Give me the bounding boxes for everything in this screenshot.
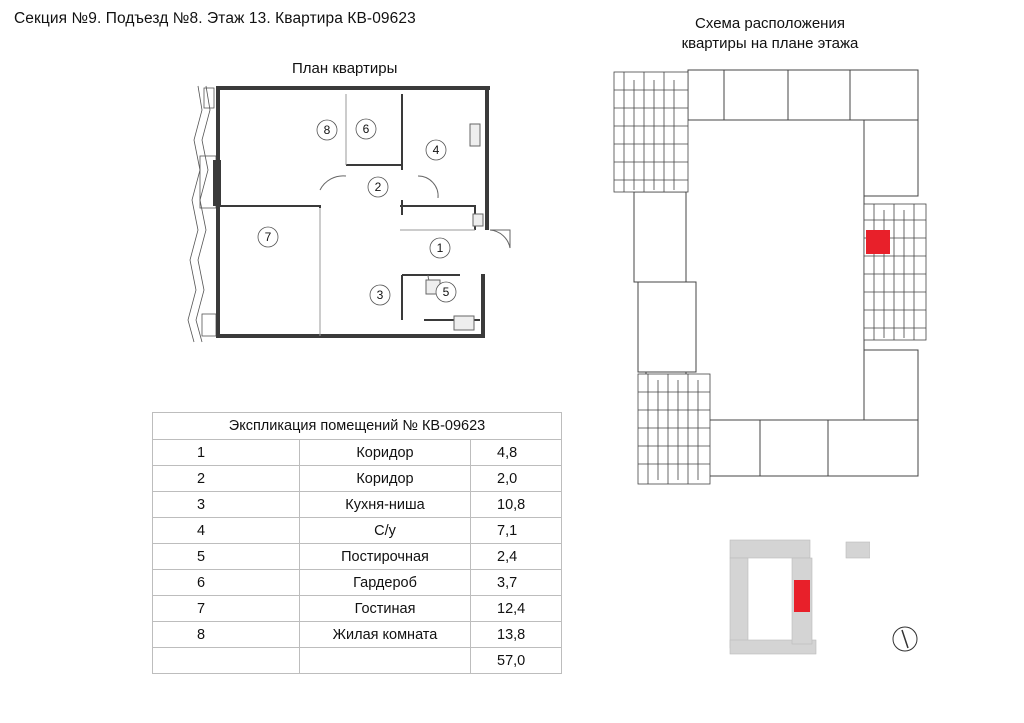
room-marker-7 [257, 226, 279, 248]
table-row: 2 Коридор 2,0 [152, 465, 562, 492]
room-label-6: 6 [363, 122, 370, 136]
room-area: 2,4 [470, 543, 562, 570]
highlighted-apartment [866, 230, 890, 254]
mini-highlighted-apartment [794, 580, 810, 612]
apartment-floor-plan: 8 6 4 2 7 1 3 5 [187, 85, 511, 343]
explication-title: Экспликация помещений № КВ-09623 [152, 412, 562, 440]
room-marker-3 [369, 284, 391, 306]
floor-location-scheme [613, 69, 927, 485]
room-label-2: 2 [375, 180, 382, 194]
mini-key-plan [729, 539, 870, 655]
table-row: 6 Гардероб 3,7 [152, 569, 562, 596]
total-area: 57,0 [470, 647, 562, 674]
room-area: 3,7 [470, 569, 562, 596]
page-title: Секция №9. Подъезд №8. Этаж 13. Квартира… [14, 10, 416, 27]
room-number: 2 [152, 465, 300, 492]
room-number: 8 [152, 621, 300, 648]
room-label-5: 5 [443, 285, 450, 299]
building-section-right [863, 203, 927, 341]
room-label-8: 8 [324, 123, 331, 137]
room-name: Гостиная [299, 595, 471, 622]
room-number: 3 [152, 491, 300, 518]
room-markers [257, 118, 457, 306]
room-name: Гардероб [299, 569, 471, 596]
room-area: 12,4 [470, 595, 562, 622]
room-name: Жилая комната [299, 621, 471, 648]
room-label-7: 7 [265, 230, 272, 244]
table-row: 8 Жилая комната 13,8 [152, 621, 562, 648]
floor-scheme-title-line2: квартиры на плане этажа [681, 35, 859, 52]
north-arrow-icon [892, 626, 918, 652]
room-label-4: 4 [433, 143, 440, 157]
table-row: 4 С/у 7,1 [152, 517, 562, 544]
room-number: 7 [152, 595, 300, 622]
window-block [213, 160, 221, 206]
facade-strip [187, 85, 217, 343]
room-number: 5 [152, 543, 300, 570]
room-marker-5 [435, 281, 457, 303]
room-area: 10,8 [470, 491, 562, 518]
thin-partitions [319, 94, 475, 336]
room-name: С/у [299, 517, 471, 544]
room-number: 4 [152, 517, 300, 544]
room-area: 7,1 [470, 517, 562, 544]
table-row: 5 Постирочная 2,4 [152, 543, 562, 570]
room-name: Постирочная [299, 543, 471, 570]
table-row: 3 Кухня-ниша 10,8 [152, 491, 562, 518]
room-area: 13,8 [470, 621, 562, 648]
room-marker-2 [367, 176, 389, 198]
total-spacer [152, 647, 300, 674]
total-spacer [299, 647, 471, 674]
explication-table: Экспликация помещений № КВ-09623 1 Корид… [152, 412, 562, 674]
room-marker-6 [355, 118, 377, 140]
room-marker-8 [316, 119, 338, 141]
room-name: Коридор [299, 465, 471, 492]
floor-scheme-title-line1: Схема расположения [695, 15, 845, 32]
building-section-bottom-left [637, 373, 711, 485]
room-name: Коридор [299, 439, 471, 466]
room-marker-1 [429, 237, 451, 259]
room-name: Кухня-ниша [299, 491, 471, 518]
room-number: 1 [152, 439, 300, 466]
room-area: 2,0 [470, 465, 562, 492]
room-area: 4,8 [470, 439, 562, 466]
room-marker-labels: 8 6 4 2 7 1 3 5 [265, 122, 450, 302]
table-row: 7 Гостиная 12,4 [152, 595, 562, 622]
building-section-top-left [613, 71, 689, 193]
floor-scheme-title: Схема расположения квартиры на плане эта… [640, 14, 900, 54]
room-marker-4 [425, 139, 447, 161]
total-row: 57,0 [152, 647, 562, 674]
room-label-3: 3 [377, 288, 384, 302]
room-label-1: 1 [437, 241, 444, 255]
table-row: 1 Коридор 4,8 [152, 439, 562, 466]
room-number: 6 [152, 569, 300, 596]
apartment-plan-title: План квартиры [292, 60, 398, 77]
